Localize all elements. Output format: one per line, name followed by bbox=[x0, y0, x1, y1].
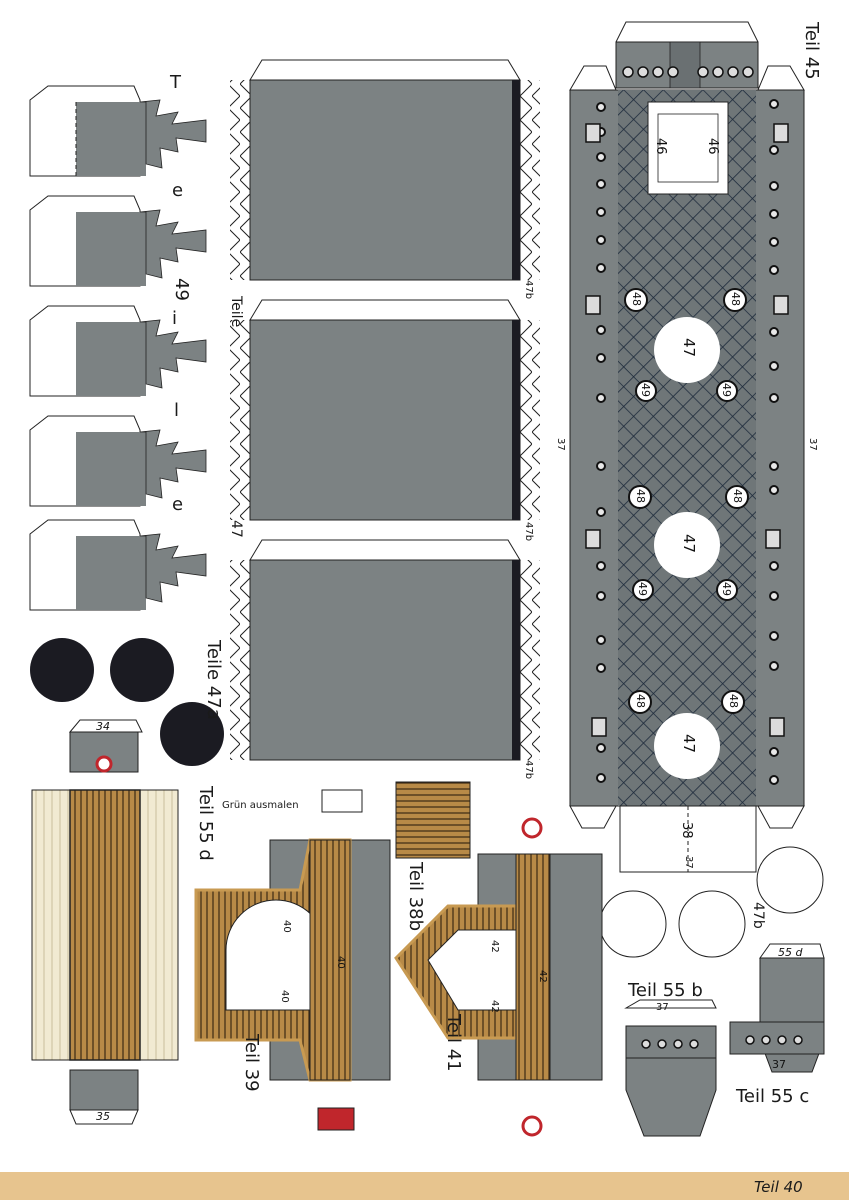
bottom-strip bbox=[0, 1172, 849, 1200]
mark-37-55b: 37 bbox=[656, 1002, 669, 1013]
mark-40-a: 40 bbox=[281, 920, 292, 933]
label-teil-55c: Teil 55 c bbox=[736, 1086, 810, 1107]
hatch-number-left: 46 bbox=[653, 138, 668, 155]
label-teile-49-e1: e bbox=[172, 180, 184, 201]
mark-48-6: 48 bbox=[727, 694, 740, 708]
teile-47a-discs bbox=[30, 638, 224, 766]
mark-48-2: 48 bbox=[729, 292, 742, 306]
label-teile-49-i: i bbox=[172, 308, 178, 329]
label-teile-47-side-num: 47 bbox=[228, 520, 244, 538]
mark-55d: 55 d bbox=[778, 946, 803, 959]
top-tab-rivets bbox=[622, 66, 754, 78]
mark-48-4: 48 bbox=[731, 489, 744, 503]
teil-55d bbox=[31, 719, 179, 1125]
label-teile-47a: Teile 47a bbox=[203, 640, 224, 720]
hatch-number-right: 46 bbox=[705, 138, 720, 155]
label-teil-38b: Teil 38b bbox=[405, 862, 426, 932]
mark-49-2: 49 bbox=[720, 383, 733, 397]
teil-39 bbox=[194, 789, 391, 1131]
side-rivets bbox=[596, 99, 779, 785]
mark-42-c: 42 bbox=[489, 1000, 500, 1013]
bottom-tab-37: 37 bbox=[683, 856, 694, 869]
panel-47-3 bbox=[230, 539, 540, 761]
label-teil-55b: Teil 55 b bbox=[628, 980, 703, 1001]
label-teile-49-l: l bbox=[174, 400, 180, 421]
turret-number-3: 47 bbox=[680, 734, 698, 754]
teil-41 bbox=[394, 817, 603, 1137]
label-teil-40: Teil 40 bbox=[754, 1178, 803, 1196]
turret-number-2: 47 bbox=[680, 534, 698, 554]
mark-47b-3: 47b bbox=[523, 760, 534, 780]
edge-mark-37-right: 37 bbox=[807, 438, 818, 451]
mark-48-3: 48 bbox=[634, 489, 647, 503]
label-teil-45: Teil 45 bbox=[801, 22, 822, 80]
mark-35: 35 bbox=[96, 1110, 110, 1123]
piece-49-4 bbox=[29, 415, 207, 507]
piece-49-3 bbox=[29, 305, 207, 397]
label-teile-47-side: Teile bbox=[228, 296, 244, 328]
mark-40-c: 40 bbox=[279, 990, 290, 1003]
label-teil-39: Teil 39 bbox=[241, 1034, 262, 1092]
turret-number-1: 47 bbox=[680, 338, 698, 358]
teil-55b bbox=[624, 999, 717, 1137]
piece-49-2 bbox=[29, 195, 207, 287]
bollard-slots bbox=[585, 123, 789, 737]
teile-47-panels bbox=[230, 59, 540, 761]
mark-47b-2: 47b bbox=[523, 522, 534, 542]
bottom-tab-38: 38 bbox=[679, 822, 694, 839]
teil-45-deck bbox=[569, 21, 805, 873]
mark-42-a: 42 bbox=[489, 940, 500, 953]
label-teile-49-e2: e bbox=[172, 494, 184, 515]
panel-47-1 bbox=[230, 59, 540, 281]
label-teil-41: Teil 41 bbox=[443, 1014, 464, 1072]
label-gruen-ausmalen: Grün ausmalen bbox=[222, 800, 299, 811]
panel-47-2 bbox=[230, 299, 540, 521]
mark-40-b: 40 bbox=[335, 956, 346, 969]
label-teile-49-t: T bbox=[170, 72, 181, 93]
teil-38b-square bbox=[395, 781, 471, 859]
edge-mark-37-left: 37 bbox=[555, 438, 566, 451]
mark-49-3: 49 bbox=[636, 582, 649, 596]
mark-48-1: 48 bbox=[630, 292, 643, 306]
mark-49-1: 49 bbox=[639, 383, 652, 397]
mark-37-55c: 37 bbox=[772, 1058, 786, 1071]
teil-55c bbox=[729, 943, 825, 1073]
mark-34: 34 bbox=[96, 720, 110, 733]
teile-47b-circles bbox=[599, 846, 824, 958]
teile-49-pieces bbox=[29, 85, 207, 611]
label-teile-49-num: 49 bbox=[171, 278, 192, 301]
mark-42-b: 42 bbox=[537, 970, 548, 983]
mark-48-5: 48 bbox=[634, 694, 647, 708]
mark-49-4: 49 bbox=[720, 582, 733, 596]
piece-49-1 bbox=[29, 85, 207, 177]
mark-47b-1: 47b bbox=[523, 280, 534, 300]
piece-49-5 bbox=[29, 519, 207, 611]
label-47b-side: 47b bbox=[750, 902, 766, 929]
label-teil-55d: Teil 55 d bbox=[195, 786, 216, 861]
